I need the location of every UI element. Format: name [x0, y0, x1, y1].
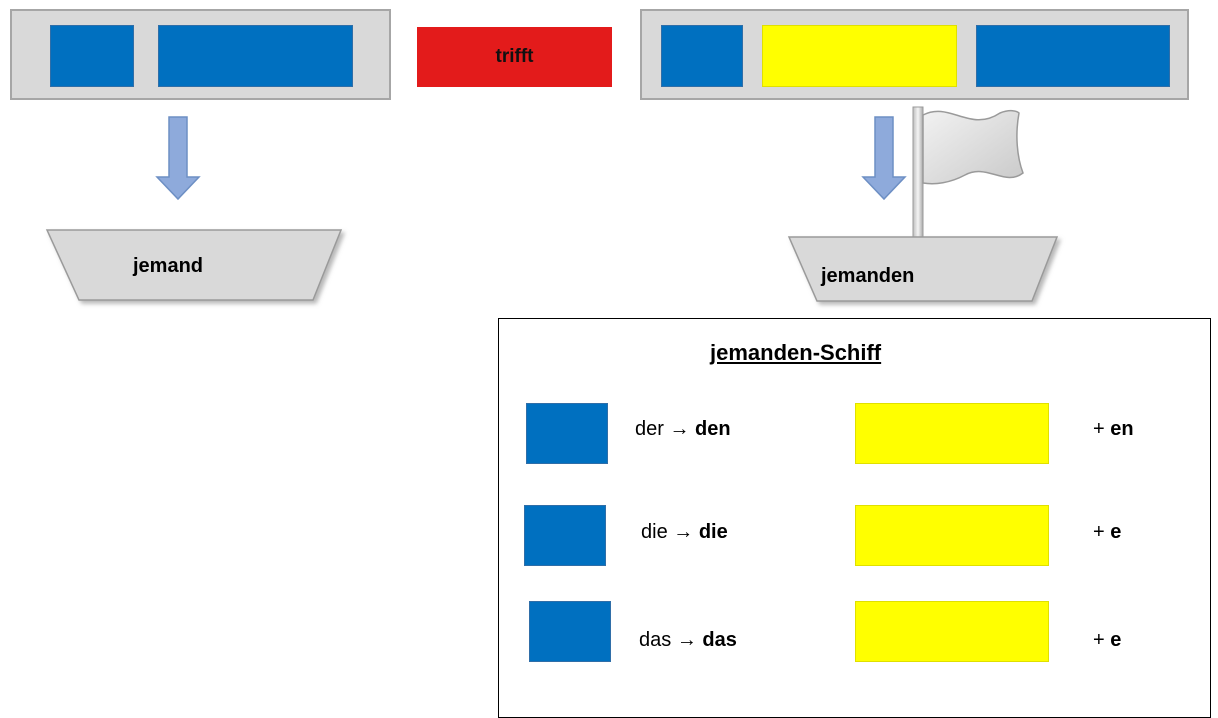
rule-2-ending: + e — [1093, 521, 1121, 544]
rule-3-ending-value: e — [1110, 629, 1122, 651]
rule-1-plus: + — [1093, 418, 1105, 440]
right-boat-label: jemanden — [821, 265, 915, 287]
rule-1-article-block — [526, 403, 608, 464]
rule-3-adjective-block — [855, 601, 1049, 662]
legend-title: jemanden-Schiff — [710, 340, 882, 365]
rule-2-arrow-icon: → — [673, 521, 694, 543]
subject-noun-block — [158, 25, 353, 87]
rule-1-adjective-block — [855, 403, 1049, 464]
rule-2-adjective-block — [855, 505, 1049, 566]
legend-box — [498, 318, 1211, 718]
rule-3-from: das — [639, 629, 672, 651]
rule-1-ending-value: en — [1110, 418, 1134, 440]
left-boat-label: jemand — [133, 255, 204, 277]
rule-2-from: die — [641, 521, 668, 543]
rule-3-to: das — [702, 629, 737, 651]
rule-2-text: die → die — [641, 521, 728, 544]
object-noun-block — [976, 25, 1170, 87]
rule-2-plus: + — [1093, 521, 1105, 543]
subject-article-block — [50, 25, 134, 87]
rule-3-ending: + e — [1093, 629, 1121, 652]
object-article-block — [661, 25, 743, 87]
rule-2-ending-value: e — [1110, 521, 1122, 543]
left-boat-shape — [45, 229, 343, 301]
rule-3-article-block — [529, 601, 611, 662]
rule-1-text: der → den — [635, 418, 731, 441]
right-boat-shape — [787, 236, 1059, 302]
rule-3-arrow-icon: → — [676, 629, 697, 651]
object-adjective-block — [762, 25, 957, 87]
verb-label: trifft — [495, 46, 534, 67]
rule-3-plus: + — [1093, 629, 1105, 651]
right-down-arrow-icon — [861, 116, 907, 201]
rule-1-from: der — [635, 418, 664, 440]
rule-2-to: die — [698, 521, 728, 543]
verb-block: trifft — [417, 27, 612, 87]
flag-icon — [912, 106, 1024, 244]
rule-1-ending: + en — [1093, 418, 1134, 441]
rule-1-arrow-icon: → — [669, 418, 690, 440]
rule-3-text: das → das — [639, 629, 737, 652]
left-down-arrow-icon — [155, 116, 201, 201]
rule-1-to: den — [695, 418, 731, 440]
rule-2-article-block — [524, 505, 606, 566]
